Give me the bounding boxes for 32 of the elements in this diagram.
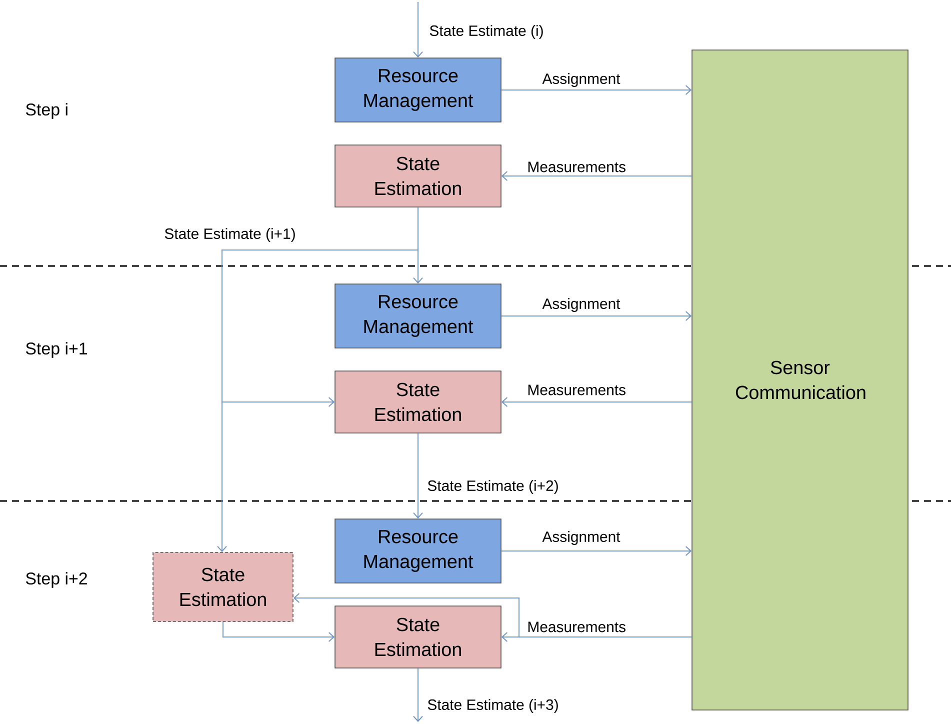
arrow [413,2,423,58]
step-label: Step i+2 [26,572,87,588]
arrow [222,621,335,642]
step-label: Step i+1 [26,342,87,358]
edge-label: State Estimate (i+1) [163,227,297,243]
edge-label: Assignment [541,72,622,88]
edge-label: Measurements [526,160,628,174]
arrow [413,432,423,519]
edge-label: Measurements [526,384,628,396]
arrow [500,311,692,321]
arrow [293,593,692,638]
edge-label: Measurements [526,620,628,634]
process-box: State Estimation [334,606,502,668]
edge-label: Assignment [541,297,622,313]
process-box: Resource Management [334,518,502,584]
process-box: Resource Management [334,58,502,122]
process-box: State Estimation [152,552,294,622]
edge-label: State Estimate (i+2) [426,479,560,495]
sensor-block: Sensor Communication [692,50,908,710]
step-label: Step i [26,103,68,119]
arrow [500,546,692,556]
arrow [413,668,423,722]
edge-label: State Estimate (i+3) [426,698,560,714]
arrow [501,171,692,181]
edge-label: State Estimate (i) [428,24,545,40]
process-box: Resource Management [334,284,502,348]
process-box: State Estimation [334,370,502,434]
edge-label: Assignment [541,530,622,546]
arrow [501,397,692,407]
process-box: State Estimation [334,144,502,208]
arrow [500,85,692,95]
arrow [217,206,418,552]
